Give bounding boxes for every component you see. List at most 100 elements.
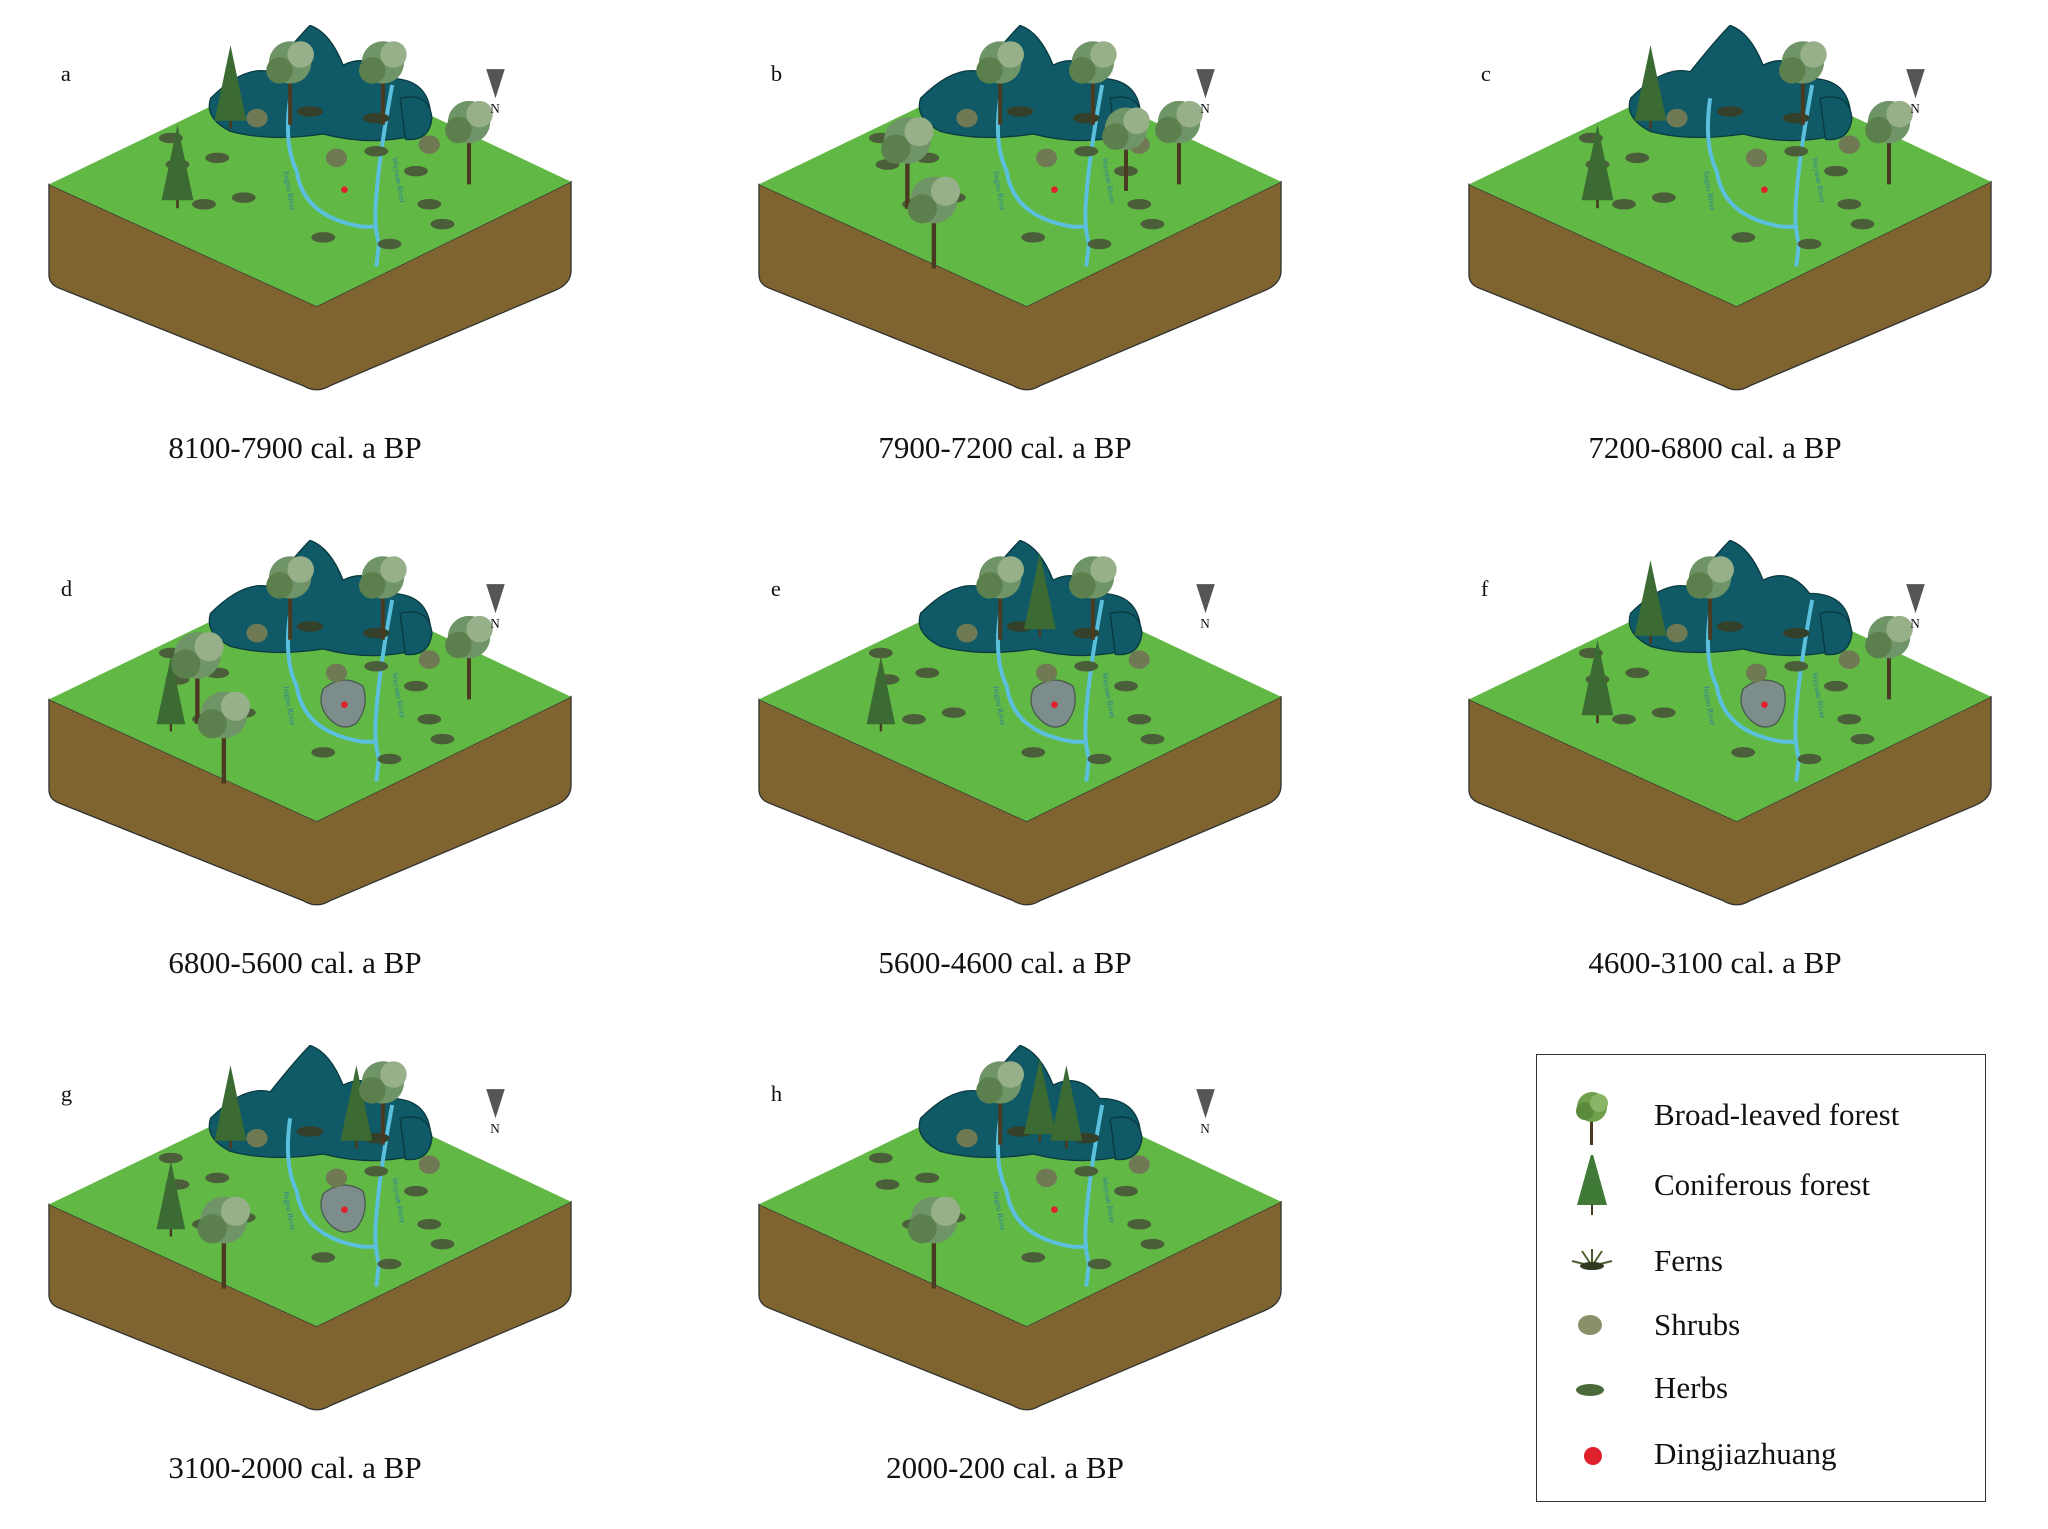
vegetation — [868, 41, 1203, 269]
fern — [1073, 627, 1100, 639]
herb — [875, 1179, 900, 1190]
grass-top — [1468, 573, 1992, 822]
legend-item-herbs: Herbs — [1537, 1358, 1985, 1418]
shrub-icon — [1578, 1315, 1602, 1335]
conifer-tree — [1634, 45, 1667, 129]
shrub — [1128, 650, 1150, 669]
shrub — [1745, 148, 1768, 168]
herb — [377, 238, 402, 250]
north-arrow-icon: N — [1196, 584, 1215, 631]
grass-top — [48, 573, 572, 822]
dingjiazhuang-site — [1051, 1206, 1058, 1213]
herb — [377, 1258, 402, 1270]
shrub — [1035, 148, 1058, 168]
legend-label: Coniferous forest — [1654, 1167, 1871, 1202]
herb — [915, 667, 940, 679]
herb — [1824, 680, 1848, 692]
grass-top — [48, 58, 572, 307]
herb — [404, 1185, 428, 1197]
herb — [311, 747, 336, 758]
grass-top — [758, 58, 1282, 307]
herb — [311, 1252, 336, 1263]
conifer-tree — [340, 1065, 373, 1149]
broadleaf-tree-icon — [1576, 1092, 1608, 1145]
herb — [902, 713, 926, 725]
herb — [1731, 232, 1756, 243]
herb — [1797, 753, 1822, 765]
river-left — [995, 612, 1087, 744]
vegetation — [1578, 41, 1913, 250]
herb — [941, 707, 966, 718]
conifer-tree — [214, 45, 247, 129]
herb — [1021, 747, 1046, 758]
herb — [311, 232, 336, 243]
herb — [1087, 1258, 1112, 1270]
panel-letter: a — [61, 61, 71, 86]
broadleaf-tree — [1779, 41, 1827, 125]
river-right — [1793, 599, 1815, 782]
fern — [296, 621, 324, 632]
herb — [1087, 753, 1112, 765]
river-right — [373, 84, 395, 267]
broadleaf-tree — [359, 41, 407, 125]
grass-top — [48, 1078, 572, 1327]
herb — [430, 1238, 455, 1250]
herb — [417, 1218, 442, 1230]
river-right — [1793, 84, 1815, 267]
panel-letter: g — [61, 1081, 72, 1106]
broadleaf-tree — [171, 632, 224, 724]
herb — [1651, 707, 1676, 718]
herb — [1114, 680, 1138, 692]
herb — [1074, 1165, 1099, 1177]
broadleaf-tree — [266, 556, 314, 640]
herb — [1731, 747, 1756, 758]
north-label: N — [490, 616, 500, 631]
river-left — [995, 97, 1087, 229]
shrub — [325, 663, 348, 683]
legend-label: Ferns — [1654, 1243, 1723, 1278]
legend: Broad-leaved forest Coniferous forest Fe… — [1536, 1054, 1986, 1502]
river-left — [995, 1117, 1087, 1249]
herb — [1140, 1238, 1165, 1250]
herb — [364, 145, 389, 157]
broadleaf-tree — [1686, 556, 1734, 640]
herb — [1114, 1185, 1138, 1197]
panel-letter: f — [1481, 576, 1489, 601]
herb — [404, 680, 428, 692]
legend-label: Dingjiazhuang — [1654, 1436, 1837, 1471]
conifer-tree — [1023, 553, 1056, 638]
legend-label: Herbs — [1654, 1370, 1729, 1405]
shrub — [246, 623, 268, 643]
broadleaf-tree — [1865, 100, 1913, 185]
north-label: N — [1200, 101, 1210, 116]
herb — [364, 660, 389, 672]
river-left — [285, 1117, 377, 1249]
north-label: N — [1200, 616, 1210, 631]
conifer-tree — [156, 1161, 186, 1237]
period-label: 8100-7900 cal. a BP — [168, 430, 422, 465]
herb — [404, 165, 428, 177]
herb — [1784, 145, 1809, 157]
conifer-tree — [1581, 639, 1614, 724]
river-left — [1705, 612, 1797, 744]
herb — [1021, 1252, 1046, 1263]
river-right — [1083, 1104, 1105, 1287]
legend-label: Shrubs — [1654, 1307, 1741, 1342]
fern — [1073, 112, 1100, 124]
broadleaf-tree — [197, 1196, 251, 1289]
vegetation — [156, 556, 493, 784]
soil-side — [1468, 695, 1992, 906]
fern-icon — [1571, 1249, 1613, 1270]
panel-letter: d — [61, 576, 72, 601]
shrub — [418, 135, 440, 154]
river-right — [373, 599, 395, 782]
north-label: N — [490, 101, 500, 116]
herb — [1074, 660, 1099, 672]
herb — [1837, 198, 1862, 210]
period-label: 2000-200 cal. a BP — [886, 1450, 1124, 1485]
shrub — [418, 650, 440, 669]
